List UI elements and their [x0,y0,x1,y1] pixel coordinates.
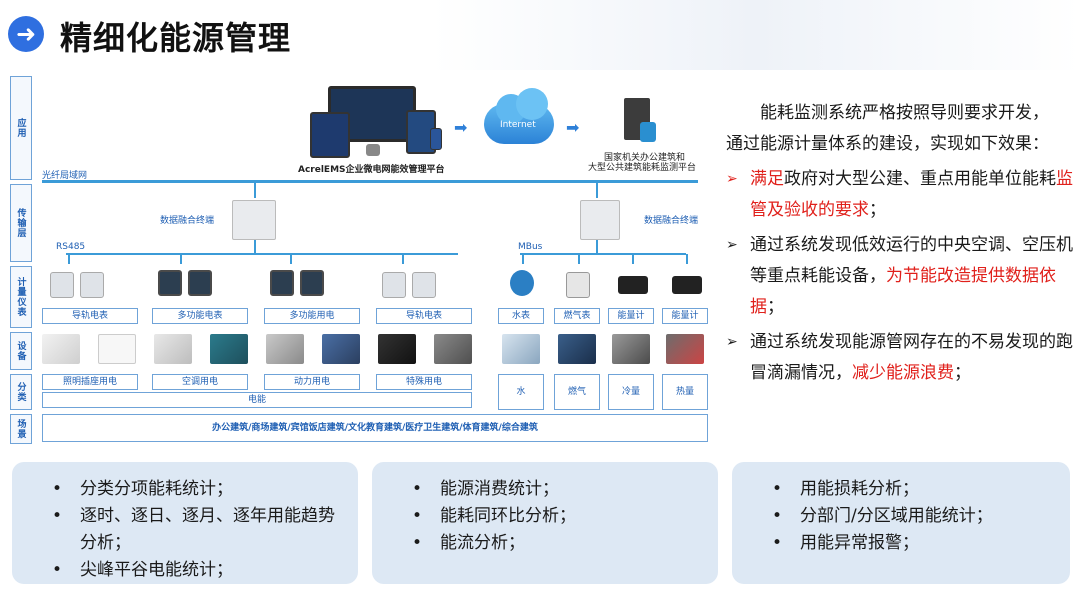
effect-item: ➢ 通过系统发现低效运行的中央空调、空压机等重点耗能设备，为节能改造提供数据依据… [726,230,1074,323]
electric-label: 电能 [42,392,472,408]
lamp-image [42,334,80,364]
rs485-label: RS485 [56,242,86,252]
layer-scene: 场景 [10,414,32,444]
ac-unit-image [154,334,192,364]
feature-item: 能耗同环比分析； [412,503,700,530]
category-label: 动力用电 [264,374,360,390]
server-rack-image [378,334,416,364]
feature-item: 逐时、逐日、逐月、逐年用能趋势分析； [52,503,340,557]
gas-meter-icon [566,272,590,298]
feature-card-2: 能源消费统计； 能耗同环比分析； 能流分析； [372,462,718,584]
motor-image [322,334,360,364]
category-label: 特殊用电 [376,374,472,390]
feature-item: 能流分析； [412,530,700,557]
terminal-label-right: 数据融合终端 [644,216,699,226]
feature-card-3: 用能损耗分析； 分部门/分区域用能统计； 用能异常报警； [732,462,1070,584]
multifunction-meter-icon [270,270,294,296]
meter-label: 能量计 [662,308,708,324]
gas-stove-image [558,334,596,364]
feature-item: 能源消费统计； [412,476,700,503]
terminal-label-left: 数据融合终端 [160,216,215,226]
scene-label: 办公建筑/商场建筑/宾馆饭店建筑/文化教育建筑/医疗卫生建筑/体育建筑/综合建筑 [42,414,708,442]
layer-device: 设备 [10,332,32,370]
gov-platform-label-2: 大型公共建筑能耗监测平台 [588,163,697,173]
meter-label: 水表 [498,308,544,324]
arrow-icon: ➡ [454,118,468,137]
server-icon [624,98,656,142]
layer-app: 应用 [10,76,32,180]
fiber-line [42,180,698,183]
meter-label: 导轨电表 [42,308,138,324]
bullet-arrow-icon: ➢ [726,171,738,187]
category-label: 空调用电 [152,374,248,390]
meter-label: 燃气表 [554,308,600,324]
rs485-bus [66,253,458,255]
effect-item: ➢ 通过系统发现能源管网存在的不易发现的跑冒滴漏情况，减少能源浪费； [726,327,1074,389]
feature-item: 分类分项能耗统计； [52,476,340,503]
multifunction-meter-icon [300,270,324,296]
bullet-arrow-icon: ➢ [726,237,738,253]
mbus-label: MBus [518,242,543,252]
equipment-image [434,334,472,364]
category-label: 冷量 [608,374,654,410]
connector-line [596,240,598,254]
layer-transport: 传输层 [10,184,32,262]
platform-label: AcrelEMS企业微电网能效管理平台 [298,165,445,175]
multifunction-meter-icon [188,270,212,296]
fiber-label: 光纤局域网 [42,171,88,181]
chiller-image [612,334,650,364]
terminal-box-right [580,200,620,240]
meter-label: 多功能电表 [152,308,248,324]
category-label: 热量 [662,374,708,410]
feature-card-1: 分类分项能耗统计； 逐时、逐日、逐月、逐年用能趋势分析； 尖峰平谷电能统计； [12,462,358,584]
category-label: 燃气 [554,374,600,410]
feature-item: 用能异常报警； [772,530,1052,557]
cabinet-image [266,334,304,364]
page-title: 精细化能源管理 [60,19,292,57]
internet-label: Internet [500,120,536,130]
pump-image [210,334,248,364]
layer-category: 分类 [10,374,32,410]
rail-meter-icon [382,272,406,298]
intro-line-2: 通过能源计量体系的建设，实现如下效果： [726,134,1049,154]
water-meter-icon [510,270,534,296]
connector-line [254,180,256,198]
effects-description: 能耗监测系统严格按照导则要求开发， 通过能源计量体系的建设，实现如下效果： ➢ … [726,98,1074,389]
mbus-bus [520,253,686,255]
system-architecture-diagram: 应用 传输层 计量仪表 设备 分类 场景 AcrelEMS企业微电网能效管理平台… [10,76,710,444]
feature-item: 用能损耗分析； [772,476,1052,503]
cloud-icon [484,88,554,144]
meter-label: 能量计 [608,308,654,324]
intro-line-1: 能耗监测系统严格按照导则要求开发， [760,103,1049,123]
category-label: 照明插座用电 [42,374,138,390]
rail-meter-icon [80,272,104,298]
arrow-right-icon: ➜ [8,16,44,52]
multifunction-meter-icon [158,270,182,296]
meter-label: 导轨电表 [376,308,472,324]
bullet-arrow-icon: ➢ [726,334,738,350]
effect-item: ➢ 满足政府对大型公建、重点用能单位能耗监管及验收的要求； [726,164,1074,226]
faucet-image [502,334,540,364]
category-label: 水 [498,374,544,410]
boiler-image [666,334,704,364]
energy-meter-icon [672,276,702,294]
feature-item: 分部门/分区域用能统计； [772,503,1052,530]
title-bar: ➜ 精细化能源管理 [0,0,1080,70]
meter-label: 多功能用电 [264,308,360,324]
feature-item: 尖峰平谷电能统计； [52,557,340,584]
gov-platform-label-1: 国家机关办公建筑和 [604,153,686,163]
socket-image [98,334,136,364]
connector-line [254,240,256,254]
terminal-box-left [232,200,276,240]
layer-meter: 计量仪表 [10,266,32,328]
rail-meter-icon [412,272,436,298]
energy-meter-icon [618,276,648,294]
arrow-icon: ➡ [566,118,580,137]
connector-line [596,180,598,198]
rail-meter-icon [50,272,74,298]
